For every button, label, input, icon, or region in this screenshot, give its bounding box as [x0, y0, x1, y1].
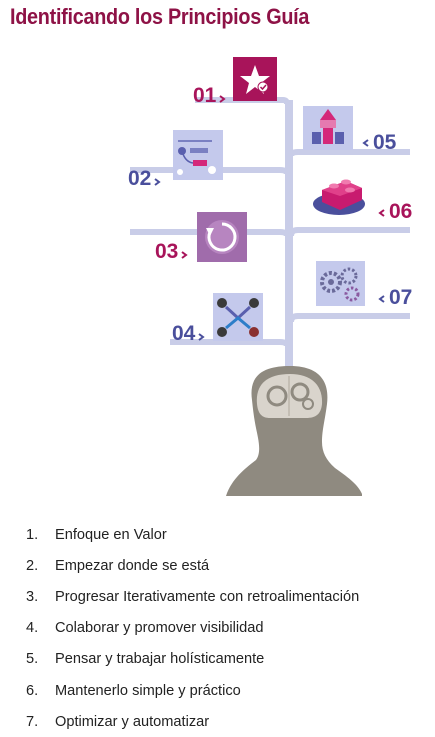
handshake-icon	[213, 293, 263, 341]
chevron-left-icon	[378, 295, 385, 303]
chevron-right-icon	[198, 333, 205, 341]
list-item: 5.Pensar y trabajar holísticamente	[26, 651, 265, 668]
chevron-right-icon	[219, 95, 226, 103]
list-item-label: Colaborar y promover visibilidad	[55, 620, 264, 637]
number-05: 05	[373, 131, 397, 154]
branch-02	[130, 167, 290, 175]
list-item: 4.Colaborar y promover visibilidad	[26, 620, 264, 637]
number-03: 03	[155, 240, 178, 263]
number-01: 01	[193, 84, 217, 107]
list-item: 7.Optimizar y automatizar	[26, 713, 210, 730]
list-item-label: Optimizar y automatizar	[55, 713, 210, 730]
principles-list: 1.Enfoque en Valor 2.Empezar donde se es…	[26, 519, 359, 737]
branch-04	[170, 339, 290, 347]
chevron-right-icon	[181, 251, 188, 259]
building-blocks-icon	[303, 106, 353, 150]
list-item-label: Empezar donde se está	[55, 557, 210, 574]
chevron-right-icon	[154, 178, 161, 186]
number-06: 06	[389, 200, 412, 223]
list-item: 3.Progresar Iterativamente con retroalim…	[26, 588, 360, 605]
branch-05	[288, 149, 410, 157]
head-silhouette	[226, 366, 362, 496]
list-item-label: Enfoque en Valor	[55, 526, 167, 543]
number-07: 07	[389, 286, 412, 309]
principles-tree-diagram: 01 02 03 04 05 06 07	[128, 57, 412, 496]
branch-03	[130, 229, 290, 237]
list-item: 6.Mantenerlo simple y práctico	[26, 682, 241, 699]
brick-icon	[313, 179, 365, 215]
page-title: Identificando los Principios Guía	[10, 4, 310, 29]
branch-06	[288, 227, 410, 237]
tree-trunk	[285, 100, 293, 390]
list-item: 1.Enfoque en Valor	[26, 526, 167, 543]
list-item-label: Mantenerlo simple y práctico	[55, 682, 241, 699]
star-check-icon	[233, 57, 277, 101]
chevron-left-icon	[362, 139, 369, 147]
list-item-label: Pensar y trabajar holísticamente	[55, 651, 265, 668]
branch-01	[195, 97, 290, 105]
number-02: 02	[128, 167, 151, 190]
list-item: 2.Empezar donde se está	[26, 557, 210, 574]
gears-icon	[316, 261, 365, 306]
chevron-left-icon	[378, 209, 385, 217]
branch-07	[288, 313, 410, 323]
process-map-icon	[173, 130, 223, 180]
number-04: 04	[172, 322, 196, 345]
list-item-label: Progresar Iterativamente con retroalimen…	[55, 588, 360, 605]
cycle-arrow-icon	[197, 212, 247, 262]
